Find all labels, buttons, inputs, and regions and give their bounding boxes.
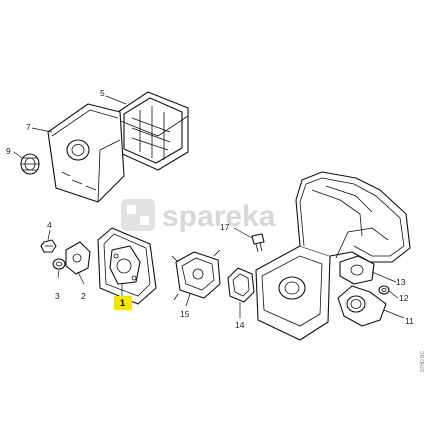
callout-15[interactable]: 15 xyxy=(180,309,190,319)
watermark-logo-square xyxy=(127,205,136,214)
leader-lines xyxy=(13,95,405,319)
callout-12[interactable]: 12 xyxy=(399,293,409,303)
watermark: spareka xyxy=(121,199,276,233)
part-housing-frame xyxy=(255,171,411,341)
part-carburetor[interactable] xyxy=(171,249,221,301)
callout-14[interactable]: 14 xyxy=(235,320,245,330)
callout-labels: 5 7 9 4 3 2 1 15 14 17 13 12 11 xyxy=(6,88,414,330)
part-intake-manifold[interactable] xyxy=(337,285,387,327)
part-carburetor-box[interactable] xyxy=(97,227,157,305)
part-screw[interactable] xyxy=(251,233,265,253)
part-washer[interactable] xyxy=(52,258,66,270)
part-air-filter[interactable] xyxy=(117,91,189,171)
callout-4[interactable]: 4 xyxy=(47,220,52,230)
callout-7[interactable]: 7 xyxy=(26,122,31,132)
part-nut[interactable] xyxy=(40,239,57,253)
part-knob[interactable] xyxy=(20,153,40,175)
callout-2[interactable]: 2 xyxy=(81,291,86,301)
watermark-text: spareka xyxy=(162,200,276,233)
highlight-box xyxy=(114,296,132,310)
callout-5[interactable]: 5 xyxy=(100,88,105,98)
watermark-logo-square xyxy=(140,216,149,225)
callout-1[interactable]: 1 xyxy=(120,298,125,308)
callout-3[interactable]: 3 xyxy=(55,291,60,301)
callout-17[interactable]: 17 xyxy=(220,222,230,232)
part-bracket[interactable] xyxy=(65,241,91,275)
callout-11[interactable]: 11 xyxy=(405,316,414,326)
watermark-logo-icon xyxy=(121,199,155,231)
part-small-bolt[interactable] xyxy=(378,285,390,295)
part-filter-cover[interactable] xyxy=(47,103,125,203)
callout-13[interactable]: 13 xyxy=(396,277,406,287)
part-flange[interactable] xyxy=(339,255,375,285)
callout-9[interactable]: 9 xyxy=(6,146,11,156)
drawing-code: 97HD BC xyxy=(420,350,426,372)
part-gasket[interactable] xyxy=(227,267,255,303)
